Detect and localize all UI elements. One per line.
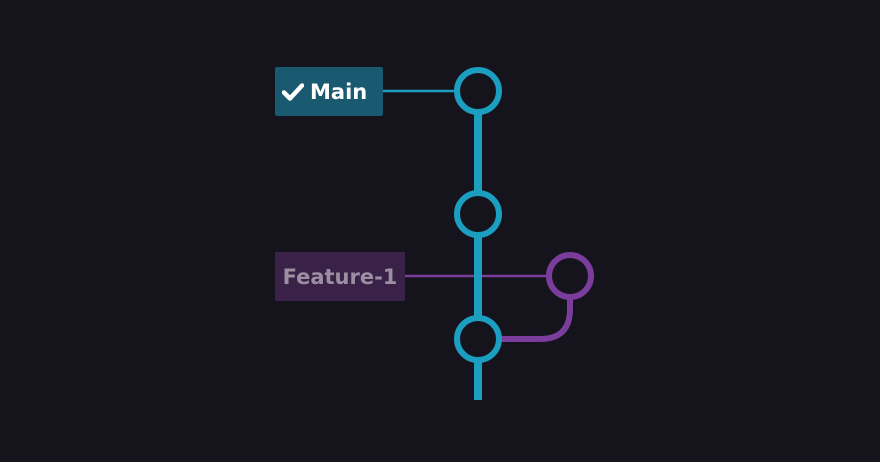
branch-label-feature[interactable]: Feature-1	[275, 252, 405, 301]
feature-commit[interactable]	[546, 252, 594, 300]
branch-label-feature-text: Feature-1	[282, 264, 398, 289]
main-commit-2[interactable]	[454, 190, 502, 238]
feature-branch-curve	[500, 298, 573, 342]
checkmark-icon	[282, 82, 304, 101]
branch-label-main-text: Main	[310, 79, 368, 104]
main-commit-base[interactable]	[454, 315, 502, 363]
branch-label-main[interactable]: Main	[275, 67, 383, 116]
main-commit-head[interactable]	[454, 67, 502, 115]
